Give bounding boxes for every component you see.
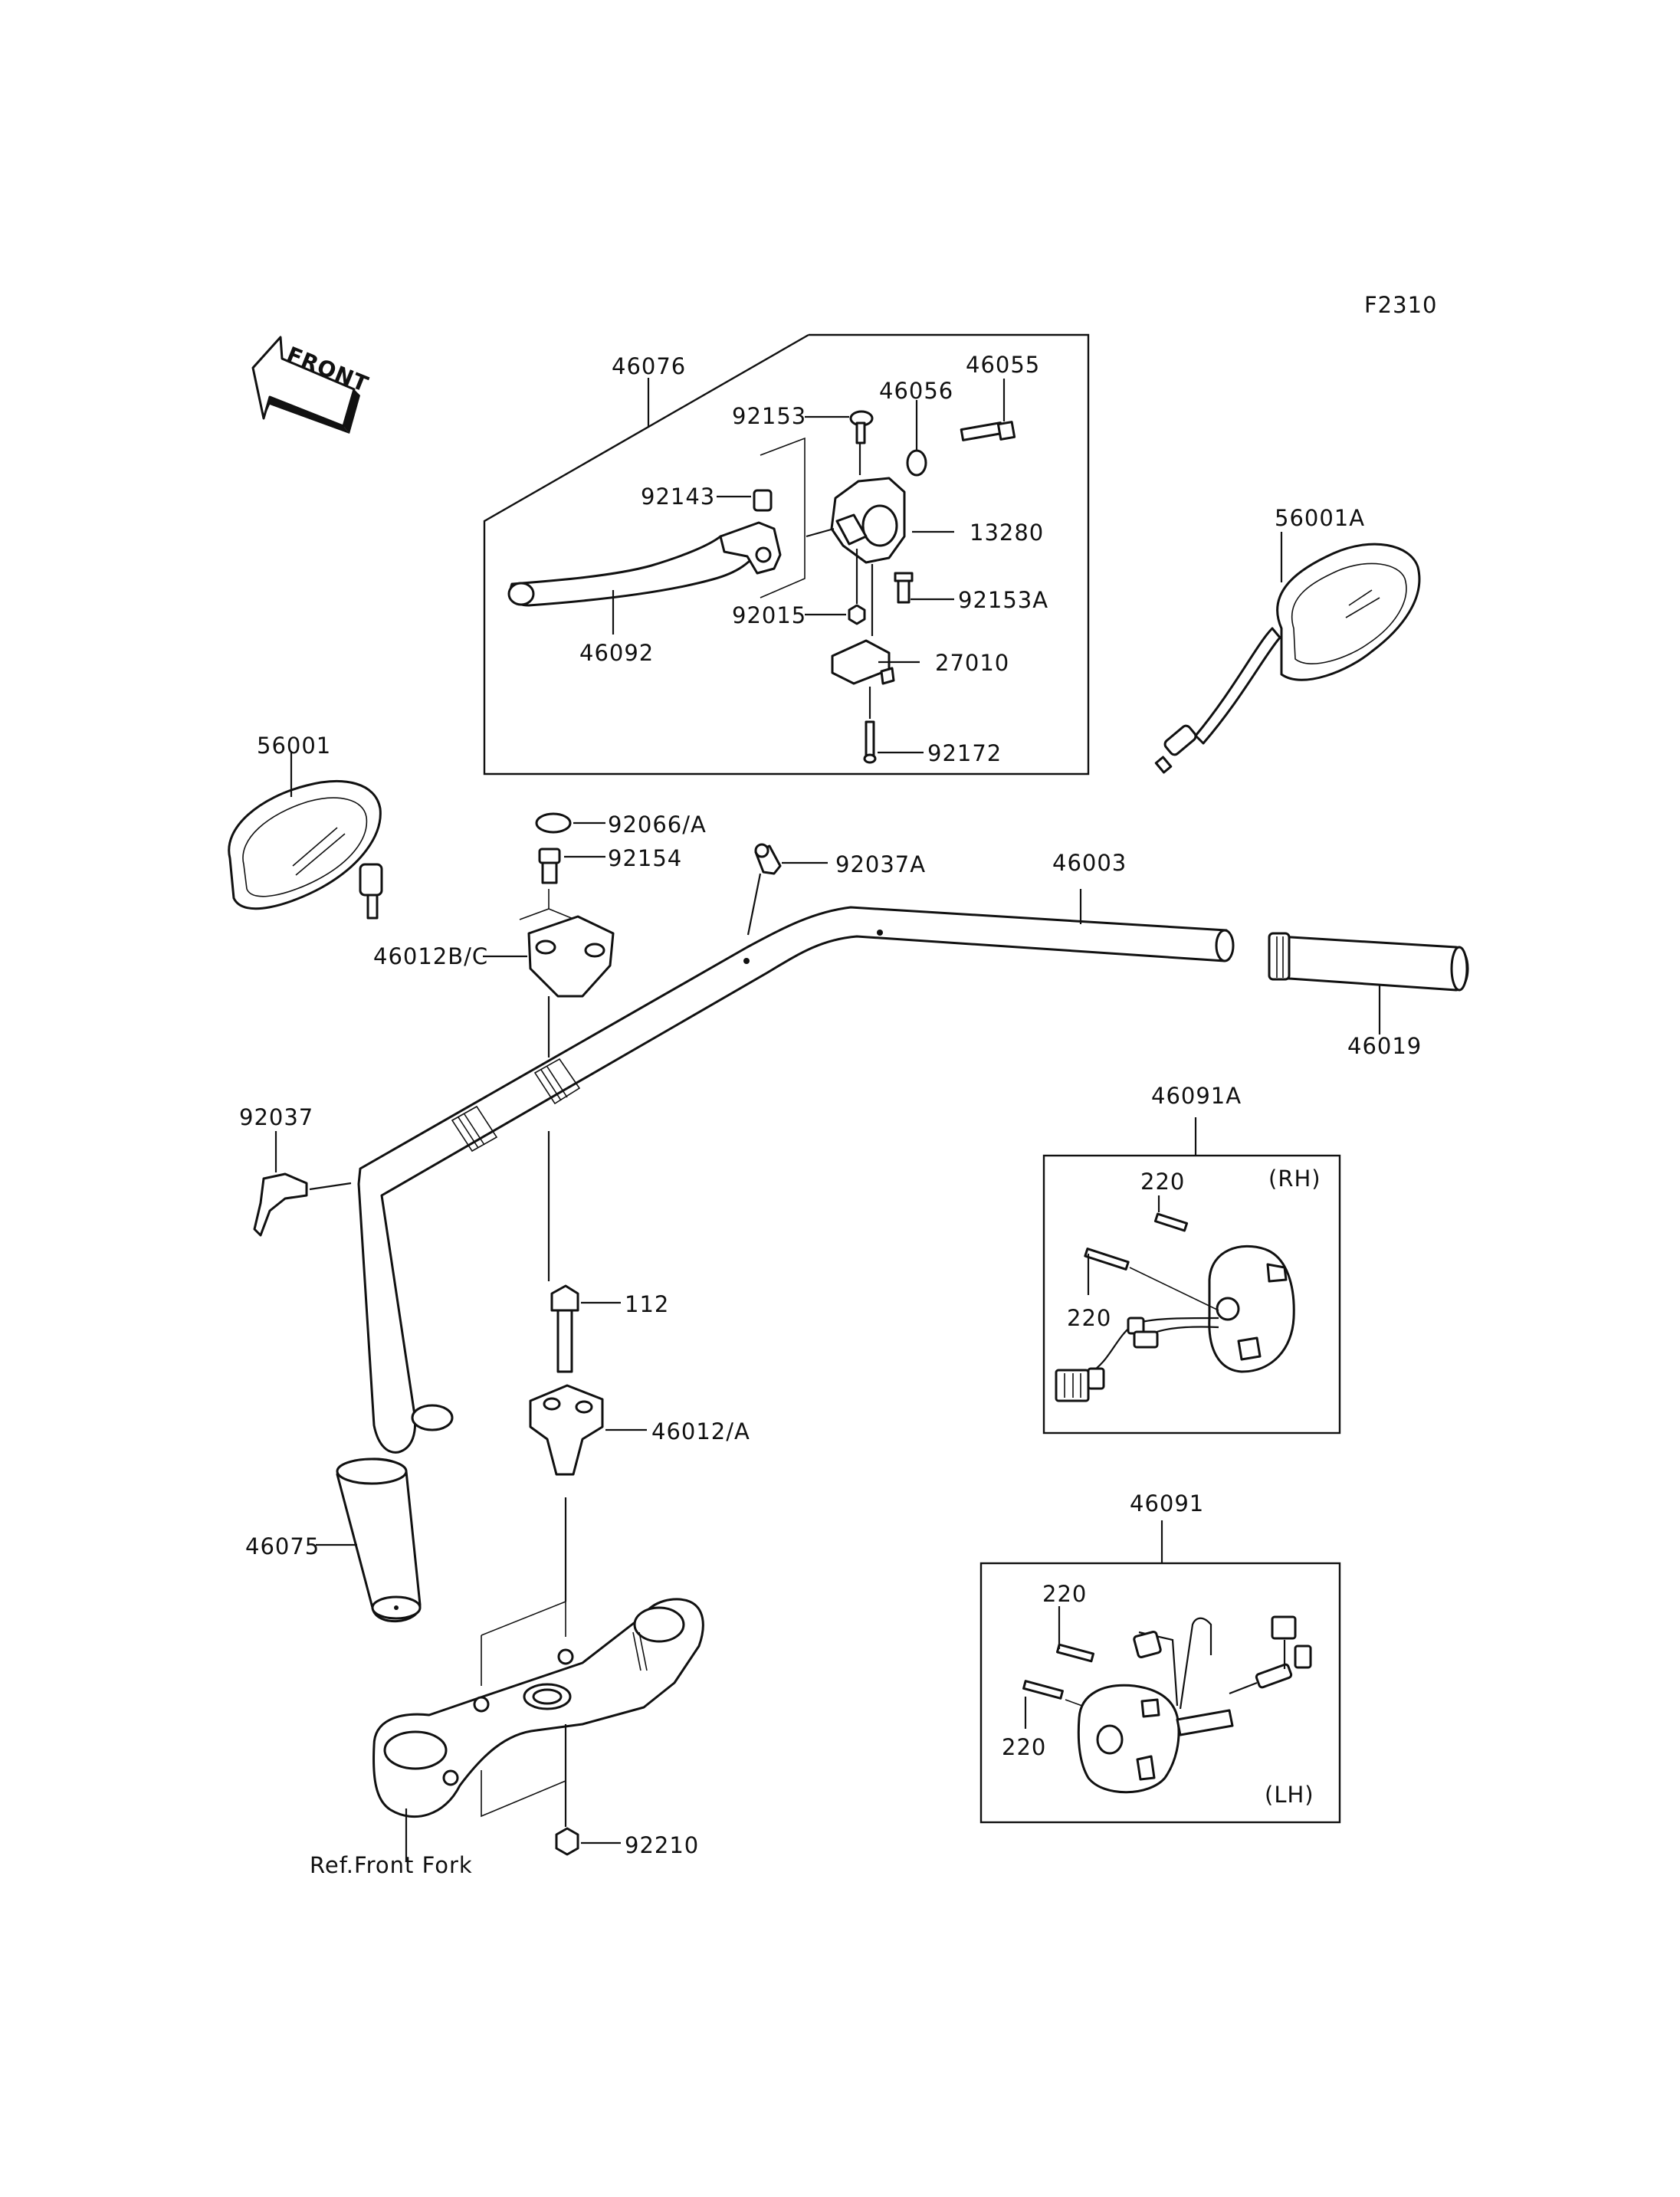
cable-holder-92037A	[746, 843, 828, 936]
label-ref-front-fork: Ref.Front Fork	[310, 1852, 473, 1878]
label-92154: 92154	[608, 845, 682, 871]
clutch-lever-assembly-box	[483, 333, 1090, 776]
label-46012BC: 46012B/C	[373, 943, 488, 969]
lh-switch-box	[979, 1520, 1341, 1824]
label-92015: 92015	[732, 602, 806, 628]
label-92037A: 92037A	[835, 851, 926, 877]
grip-46019	[1268, 932, 1469, 1035]
grip-46075	[316, 1458, 422, 1623]
label-92210: 92210	[625, 1832, 699, 1858]
label-56001: 56001	[257, 733, 331, 759]
cable-holder-92037	[253, 1131, 352, 1237]
label-92037: 92037	[239, 1104, 313, 1130]
label-220-lh-b: 220	[1002, 1734, 1046, 1760]
label-92153: 92153	[732, 403, 806, 429]
label-27010: 27010	[935, 650, 1009, 676]
bolt-92153	[805, 410, 874, 475]
label-46003: 46003	[1052, 850, 1127, 876]
nut-92015	[805, 549, 866, 625]
label-220-rh-a: 220	[1140, 1169, 1185, 1195]
label-92066A: 92066/A	[608, 812, 707, 838]
label-lh: (LH)	[1265, 1782, 1314, 1808]
bolt-112	[547, 1131, 621, 1373]
front-arrow-icon: FRONT	[251, 336, 372, 434]
label-92153A: 92153A	[958, 587, 1048, 613]
collar-92143	[717, 437, 806, 598]
screw-92153A	[894, 572, 954, 604]
figure-code: F2310	[1364, 292, 1437, 318]
adjuster-46056	[906, 400, 927, 477]
nut-92210	[555, 1724, 621, 1856]
label-46076: 46076	[612, 353, 686, 379]
cap-92066A	[535, 812, 605, 834]
clutch-lever	[507, 521, 782, 635]
label-13280: 13280	[970, 520, 1044, 546]
label-56001A: 56001A	[1275, 505, 1365, 531]
rh-switch-box	[1042, 1117, 1341, 1435]
bolt-92154	[538, 848, 605, 884]
label-92143: 92143	[641, 484, 715, 510]
holder-upper-46012BC	[483, 889, 615, 998]
label-46091: 46091	[1130, 1490, 1204, 1517]
label-46091A: 46091A	[1151, 1083, 1242, 1109]
label-46092: 46092	[579, 640, 654, 666]
label-46055: 46055	[966, 352, 1040, 378]
label-92172: 92172	[927, 740, 1002, 766]
screw-92172	[863, 687, 924, 764]
label-46012A: 46012/A	[651, 1418, 750, 1444]
screw-46055	[960, 379, 1016, 441]
label-220-rh-b: 220	[1067, 1305, 1111, 1331]
lever-holder-clamp	[806, 477, 954, 564]
handlebar-46003	[357, 889, 1235, 1454]
label-46056: 46056	[879, 378, 953, 404]
label-220-lh-a: 220	[1042, 1581, 1087, 1607]
label-46019: 46019	[1347, 1033, 1422, 1059]
mirror-56001	[228, 751, 383, 920]
label-46075: 46075	[245, 1533, 320, 1559]
clutch-switch-27010	[831, 564, 920, 685]
holder-lower-46012A	[529, 1384, 647, 1476]
label-rh: (RH)	[1268, 1166, 1321, 1192]
label-112: 112	[625, 1291, 669, 1317]
mirror-56001A	[1154, 532, 1421, 774]
upper-bracket	[372, 1497, 704, 1862]
